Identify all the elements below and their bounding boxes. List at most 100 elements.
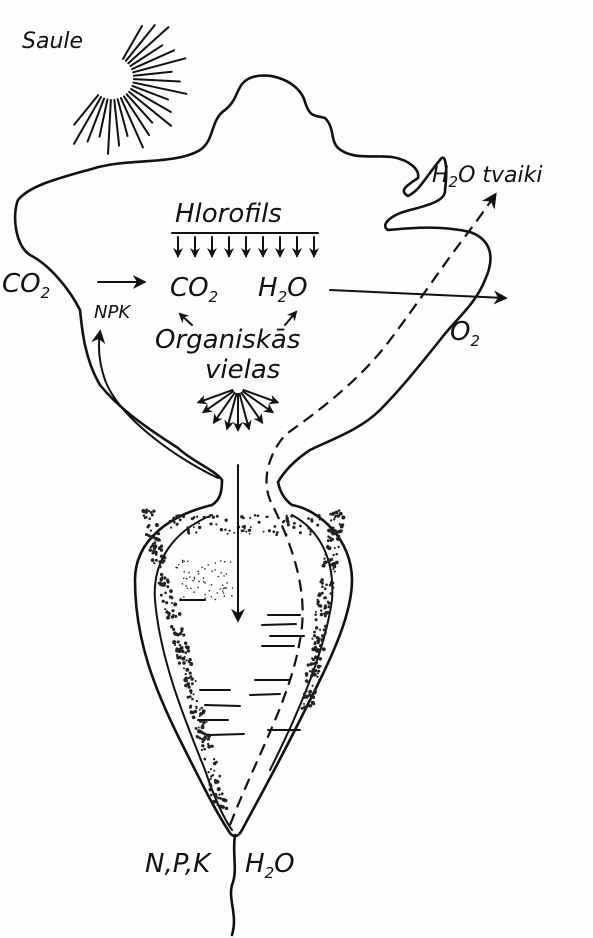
stipple-dot bbox=[182, 661, 186, 665]
stipple-dot bbox=[202, 731, 205, 734]
stipple-dot bbox=[310, 520, 313, 523]
stipple-dot bbox=[150, 511, 153, 514]
stipple-dot bbox=[191, 677, 194, 680]
stipple-dot bbox=[158, 533, 160, 535]
stipple-dot bbox=[276, 531, 279, 534]
stipple-dot bbox=[203, 748, 206, 751]
stipple-dot bbox=[189, 672, 192, 675]
stipple-dot bbox=[266, 516, 269, 519]
stipple-dot bbox=[180, 646, 184, 650]
stipple-dot bbox=[218, 775, 221, 778]
stipple-dot bbox=[225, 587, 227, 589]
stipple-dot bbox=[305, 695, 309, 699]
stipple-dot bbox=[214, 569, 216, 571]
stipple-dot bbox=[319, 518, 321, 520]
stipple-dot bbox=[315, 611, 317, 613]
stipple-dot bbox=[163, 556, 166, 559]
stipple-dot bbox=[174, 644, 176, 646]
stipple-dot bbox=[311, 638, 313, 640]
stipple-dot bbox=[148, 548, 151, 551]
stipple-dot bbox=[203, 516, 206, 519]
stipple-dot bbox=[172, 517, 175, 520]
stipple-dot bbox=[189, 695, 192, 698]
taproot bbox=[231, 835, 235, 935]
stipple-dot bbox=[172, 614, 174, 616]
stipple-dot bbox=[222, 590, 224, 592]
stipple-dot bbox=[165, 610, 168, 613]
stipple-dot bbox=[217, 592, 219, 594]
to-co2-arrow bbox=[180, 314, 192, 325]
stipple-dot bbox=[162, 600, 165, 603]
stipple-dot bbox=[319, 581, 322, 584]
stipple-dot bbox=[227, 533, 229, 535]
leaf-outline bbox=[15, 75, 490, 482]
stipple-dot bbox=[292, 526, 295, 529]
stipple-dot bbox=[303, 693, 305, 695]
stipple-dot bbox=[318, 514, 321, 517]
stipple-dot bbox=[340, 525, 344, 529]
stipple-dot bbox=[287, 523, 290, 526]
h2o-root-label: H2O bbox=[245, 849, 295, 882]
stipple-dot bbox=[209, 788, 213, 792]
stipple-dot bbox=[318, 679, 320, 681]
stipple-dot bbox=[209, 590, 211, 592]
stipple-dot bbox=[209, 514, 211, 516]
stipple-dot bbox=[216, 515, 219, 518]
stipple-dot bbox=[334, 547, 336, 549]
sun-ray bbox=[108, 100, 111, 154]
stipple-dot bbox=[175, 515, 178, 518]
stipple-dot bbox=[201, 567, 203, 569]
stipple-dot bbox=[312, 702, 315, 705]
organic-label-2: vielas bbox=[205, 355, 280, 385]
stipple-dot bbox=[212, 745, 214, 747]
stipple-dot bbox=[324, 625, 327, 628]
stipple-dot bbox=[327, 602, 330, 605]
stipple-dot bbox=[175, 567, 177, 569]
stipple-dot bbox=[192, 580, 194, 582]
stipple-dot bbox=[331, 558, 334, 561]
stipple-dot bbox=[182, 634, 185, 637]
stipple-dot bbox=[173, 602, 177, 606]
stipple-dot bbox=[317, 672, 319, 674]
stipple-dot bbox=[335, 561, 339, 565]
stipple-dot bbox=[319, 644, 323, 648]
stipple-dot bbox=[220, 588, 222, 590]
organic-arrow bbox=[240, 394, 249, 429]
stipple-dot bbox=[190, 710, 194, 714]
stipple-dot bbox=[327, 535, 329, 537]
stipple-dot bbox=[204, 594, 206, 596]
stipple-dot bbox=[166, 580, 169, 583]
stipple-dot bbox=[316, 639, 320, 643]
stipple-dot bbox=[325, 584, 328, 587]
stipple-dot bbox=[160, 555, 163, 558]
stipple-dot bbox=[165, 601, 168, 604]
stipple-dot bbox=[146, 526, 149, 529]
stipple-dot bbox=[167, 586, 169, 588]
stipple-dot bbox=[212, 516, 215, 519]
stipple-dot bbox=[249, 517, 251, 519]
stipple-dot bbox=[318, 637, 321, 640]
stipple-dot bbox=[303, 706, 307, 710]
stipple-dot bbox=[209, 783, 212, 786]
stipple-dot bbox=[226, 573, 228, 575]
stipple-dot bbox=[312, 658, 315, 661]
stipple-dot bbox=[175, 633, 179, 637]
stipple-dot bbox=[203, 739, 205, 741]
stipple-dot bbox=[185, 659, 187, 661]
stipple-dot bbox=[214, 782, 216, 784]
stipple-dot bbox=[224, 595, 226, 597]
stipple-dot bbox=[208, 516, 210, 518]
stipple-dot bbox=[223, 575, 225, 577]
npk-label-top: NPK bbox=[94, 302, 131, 323]
stipple-dot bbox=[283, 520, 285, 522]
stipple-dot bbox=[178, 564, 180, 566]
stipple-dot bbox=[182, 583, 184, 585]
stipple-dot bbox=[303, 703, 305, 705]
stipple-dot bbox=[330, 563, 333, 566]
stipple-dot bbox=[193, 693, 195, 695]
sun-ray bbox=[134, 72, 172, 76]
chlorophyll-arrows bbox=[178, 237, 314, 256]
stipple-dot bbox=[144, 517, 147, 520]
sun-ray bbox=[134, 83, 187, 94]
petiole-right bbox=[278, 482, 292, 505]
